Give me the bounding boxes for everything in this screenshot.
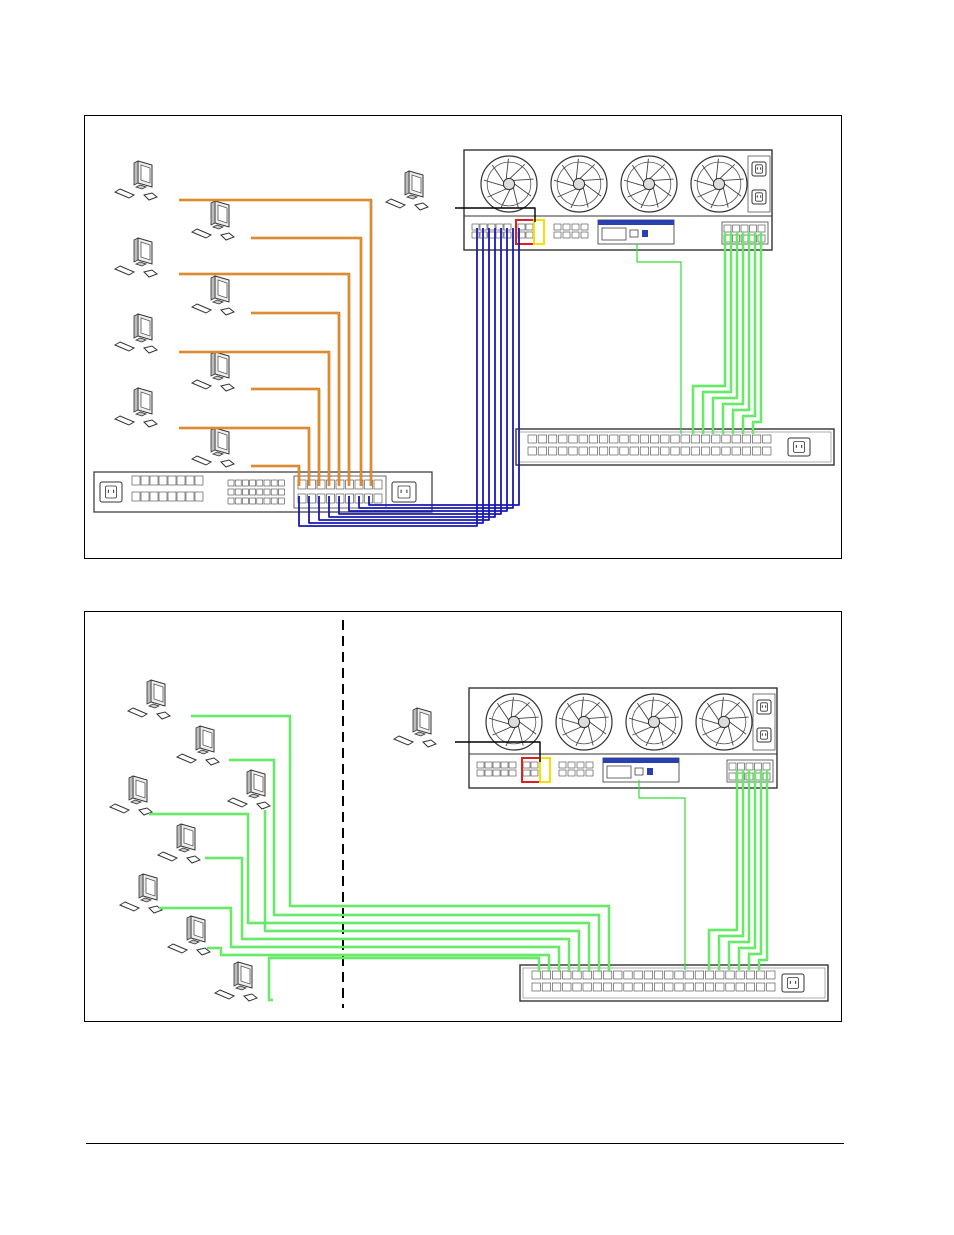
- computer-workstation-icon: [394, 708, 436, 747]
- computer-workstation-icon: [192, 201, 234, 240]
- computer-workstation-icon: [128, 680, 170, 719]
- ethernet-cable: [739, 770, 755, 970]
- computer-workstation-icon: [215, 962, 257, 1001]
- cooling-fan-icon: [696, 694, 752, 750]
- cooling-fan-icon: [621, 156, 677, 212]
- power-inlet-icon: [757, 728, 771, 742]
- cooling-fan-icon: [556, 694, 612, 750]
- computer-workstation-icon: [177, 726, 219, 765]
- ethernet-cable: [639, 780, 685, 970]
- serial-switch: [94, 472, 432, 512]
- computer-workstation-icon: [228, 770, 270, 809]
- computer-workstation-icon: [192, 276, 234, 315]
- ethernet-cable: [207, 948, 549, 972]
- cooling-fan-icon: [691, 156, 747, 212]
- power-inlet-icon: [757, 700, 771, 714]
- network-cable: [369, 228, 519, 505]
- diagram-top: [84, 115, 842, 559]
- computer-workstation-icon: [192, 428, 234, 467]
- power-inlet-icon: [788, 438, 810, 456]
- computer-workstation-icon: [120, 874, 162, 913]
- diagram-bottom-canvas: [85, 612, 843, 1023]
- serial-cable: [179, 274, 349, 486]
- ethernet-cable: [269, 958, 539, 1000]
- computer-workstation-icon: [115, 238, 157, 277]
- computer-workstation-icon: [110, 776, 152, 815]
- power-inlet-icon: [752, 162, 766, 176]
- power-inlet-icon: [782, 974, 804, 992]
- diagram-bottom: [84, 611, 842, 1022]
- computer-workstation-icon: [386, 171, 428, 210]
- ethernet-cable: [729, 770, 749, 970]
- ethernet-cable: [637, 244, 681, 434]
- ethernet-cable: [709, 770, 737, 970]
- computer-workstation-icon: [168, 916, 210, 955]
- power-inlet-icon: [100, 482, 122, 502]
- ethernet-cable: [693, 232, 725, 434]
- serial-cable: [251, 313, 339, 486]
- power-inlet-icon: [392, 482, 416, 502]
- computer-workstation-icon: [115, 161, 157, 200]
- footer-rule: [86, 1143, 844, 1144]
- patch-panel: [516, 429, 834, 465]
- computer-workstation-icon: [115, 314, 157, 353]
- power-inlet-icon: [752, 190, 766, 204]
- computer-workstation-icon: [192, 352, 234, 391]
- cooling-fan-icon: [626, 694, 682, 750]
- diagram-top-canvas: [85, 116, 843, 560]
- rack-server: [469, 688, 777, 788]
- computer-workstation-icon: [115, 388, 157, 427]
- cooling-fan-icon: [481, 156, 537, 212]
- serial-cable: [179, 200, 371, 486]
- computer-workstation-icon: [158, 824, 200, 863]
- patch-panel: [520, 965, 828, 1001]
- ethernet-cable: [719, 770, 743, 970]
- cooling-fan-icon: [551, 156, 607, 212]
